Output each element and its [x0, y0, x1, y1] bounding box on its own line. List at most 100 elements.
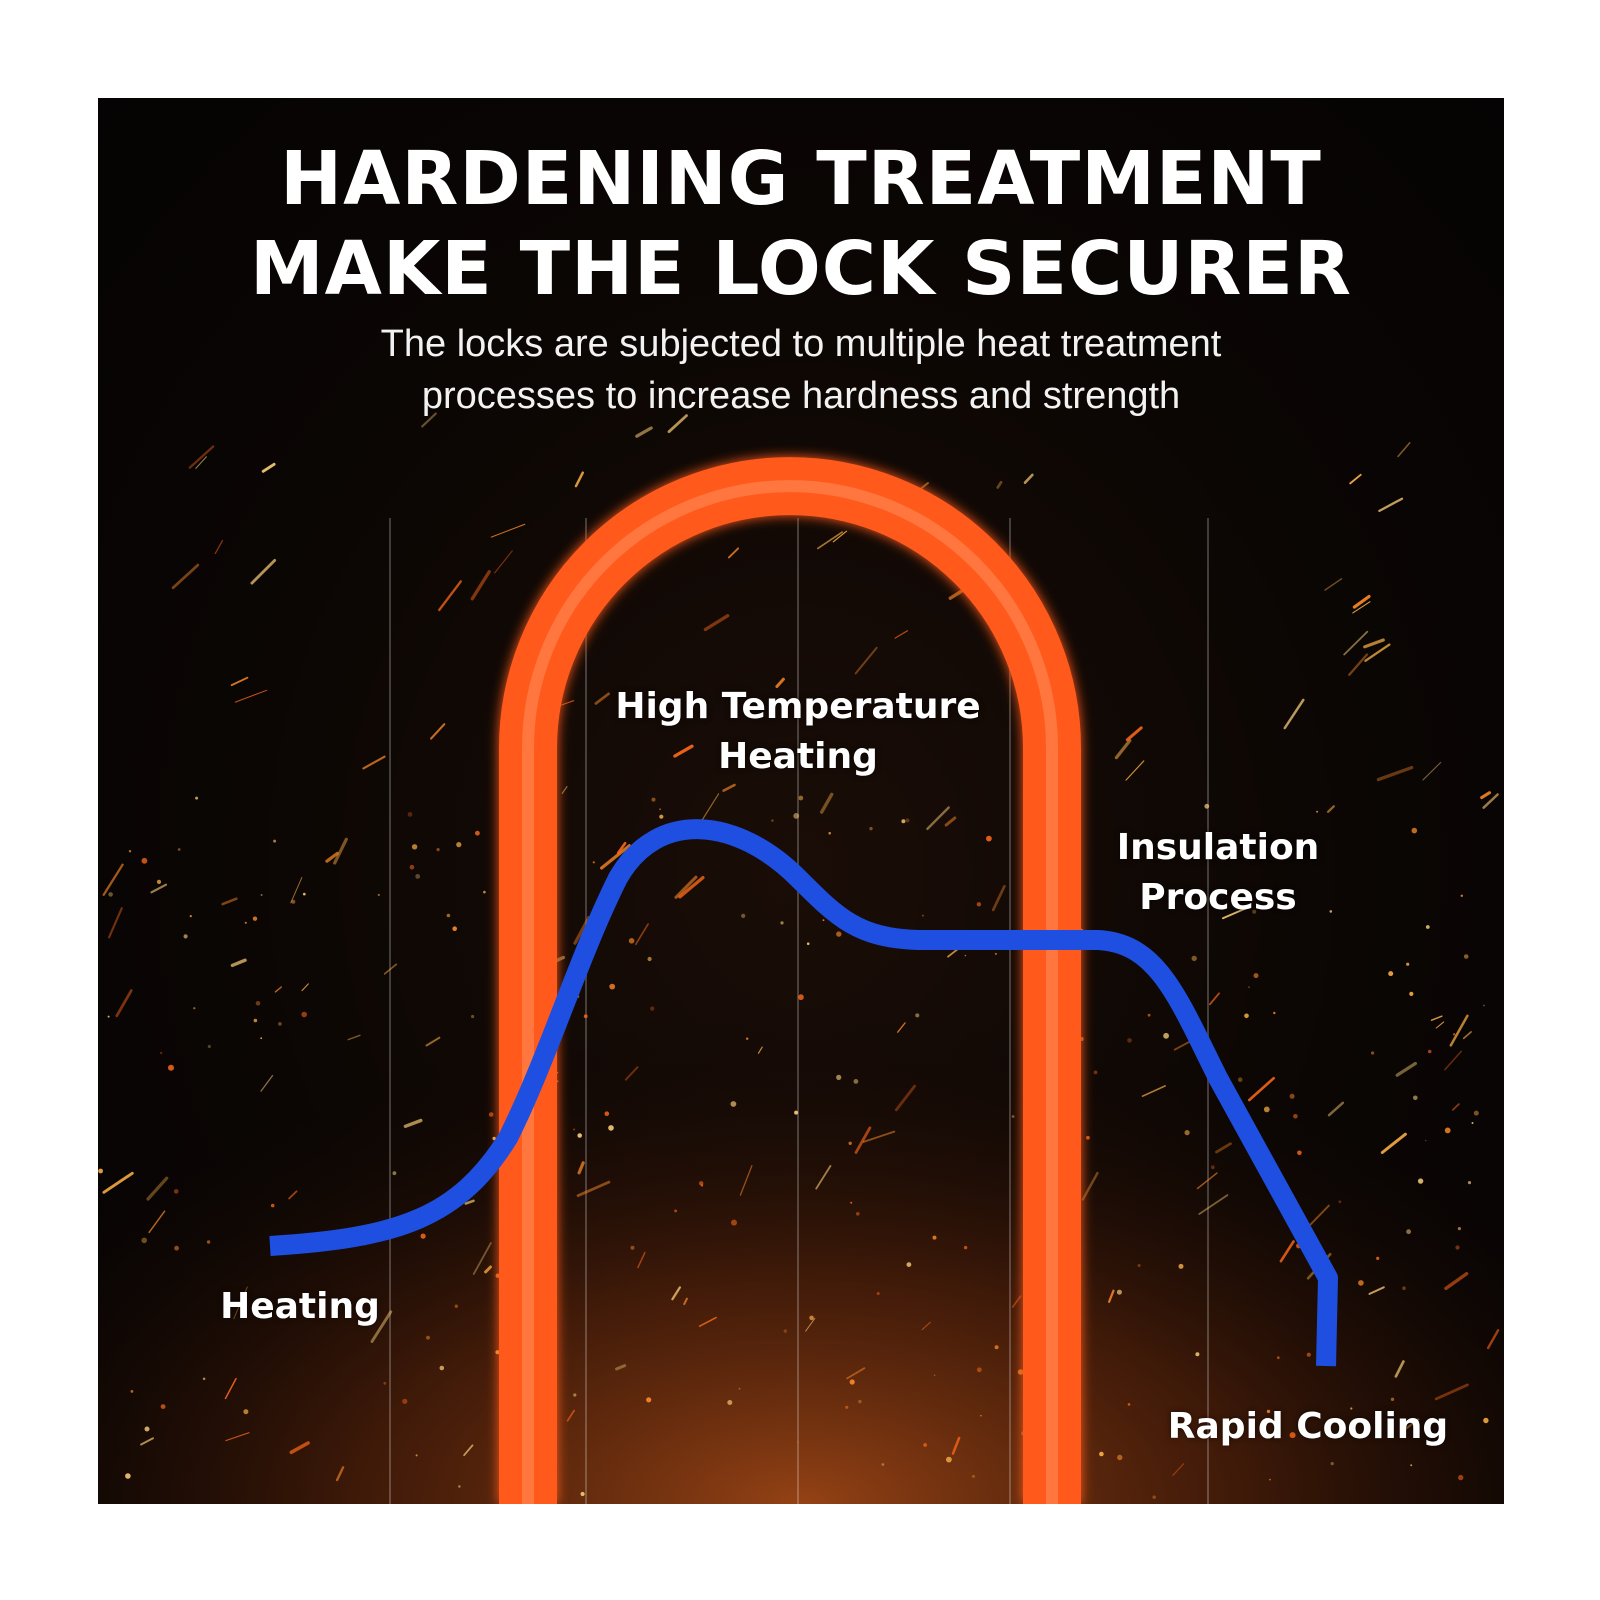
ember: [253, 1018, 258, 1023]
ember: [402, 1398, 408, 1404]
ember: [1127, 1403, 1131, 1406]
ember: [1293, 1114, 1298, 1119]
ember: [454, 1304, 458, 1308]
ember: [301, 1011, 307, 1018]
ember: [1425, 925, 1430, 929]
spark: [722, 783, 736, 792]
ember: [1269, 1478, 1271, 1481]
ember: [1147, 1013, 1151, 1017]
spark: [1107, 1289, 1115, 1303]
ember: [1152, 1495, 1156, 1499]
label-heating: Heating: [220, 1286, 380, 1327]
spark: [671, 1286, 682, 1301]
ember: [392, 1171, 397, 1176]
ember: [108, 892, 113, 897]
spark: [991, 884, 1006, 912]
ember: [1452, 1033, 1456, 1036]
ember: [1411, 827, 1418, 834]
ember: [628, 938, 635, 944]
spark: [698, 1316, 717, 1327]
ember: [964, 954, 967, 957]
spark: [188, 445, 215, 469]
ember: [1473, 1110, 1479, 1116]
ember: [160, 1404, 166, 1409]
spark: [635, 426, 653, 438]
ember: [141, 1237, 147, 1244]
spark: [463, 1444, 474, 1457]
spark: [1422, 761, 1442, 781]
spark: [678, 875, 705, 899]
ember: [1237, 1077, 1243, 1082]
spark: [230, 958, 247, 968]
spark: [667, 414, 688, 434]
spark: [894, 630, 909, 639]
spark: [250, 558, 277, 585]
label-rapid-cooling: Rapid Cooling: [1167, 1406, 1449, 1447]
subtitle-line-2: processes to increase hardness and stren…: [421, 375, 1181, 417]
spark: [1081, 1171, 1099, 1201]
ember: [651, 797, 656, 802]
ember: [243, 1409, 249, 1415]
ember: [592, 861, 595, 864]
spark: [683, 1297, 688, 1306]
spark: [221, 897, 238, 906]
ember: [1204, 803, 1210, 809]
ember: [1483, 1417, 1489, 1424]
ember: [1467, 1181, 1472, 1185]
ember: [1458, 1474, 1464, 1481]
spark: [1283, 698, 1305, 730]
spark: [561, 786, 568, 794]
spark: [577, 1161, 585, 1175]
subtitle-line-1: The locks are subjected to multiple heat…: [380, 323, 1222, 365]
spark: [102, 1171, 134, 1194]
ember: [730, 1101, 737, 1107]
ember: [946, 1456, 952, 1463]
ember: [195, 796, 199, 800]
spark: [1352, 594, 1371, 609]
ember: [270, 1203, 275, 1208]
spark: [1486, 1329, 1500, 1350]
spark: [261, 462, 276, 473]
spark: [1462, 1031, 1472, 1040]
ember: [794, 1110, 799, 1115]
ember: [573, 1128, 576, 1131]
ember: [1409, 991, 1414, 997]
ember: [1244, 1013, 1249, 1019]
ember: [674, 1209, 677, 1213]
spark: [1352, 601, 1371, 614]
ember: [1463, 954, 1469, 959]
ember: [630, 1245, 635, 1250]
ember: [1455, 1245, 1460, 1250]
spark: [1394, 1360, 1405, 1378]
spark: [1452, 1103, 1460, 1111]
label-insulation-process: Insulation Process: [1108, 823, 1328, 923]
spark: [921, 1321, 931, 1331]
spark: [1480, 791, 1492, 800]
spark: [1430, 1015, 1443, 1021]
ember: [1390, 1397, 1395, 1402]
ember: [583, 1014, 588, 1019]
spark: [1380, 1132, 1407, 1154]
ember: [475, 830, 480, 836]
ember: [1266, 1409, 1271, 1414]
ember: [1410, 1464, 1413, 1467]
ember: [1011, 1115, 1015, 1118]
ember: [577, 1133, 582, 1138]
ember: [446, 913, 451, 918]
page-title-line-1: HARDENING TREATMENT: [280, 136, 1322, 222]
spark: [1324, 578, 1343, 591]
ember: [1329, 910, 1333, 913]
spark: [894, 1084, 916, 1112]
ember: [650, 1006, 655, 1011]
spark: [699, 793, 720, 825]
ember: [793, 813, 800, 819]
ember: [580, 1491, 585, 1497]
spark: [637, 1251, 646, 1269]
spark: [1343, 630, 1369, 656]
ember: [1338, 1200, 1342, 1204]
spark: [484, 1265, 492, 1274]
spark: [1363, 638, 1385, 649]
ember: [1330, 1462, 1334, 1466]
spark: [739, 1165, 753, 1196]
ember: [1444, 1127, 1451, 1134]
